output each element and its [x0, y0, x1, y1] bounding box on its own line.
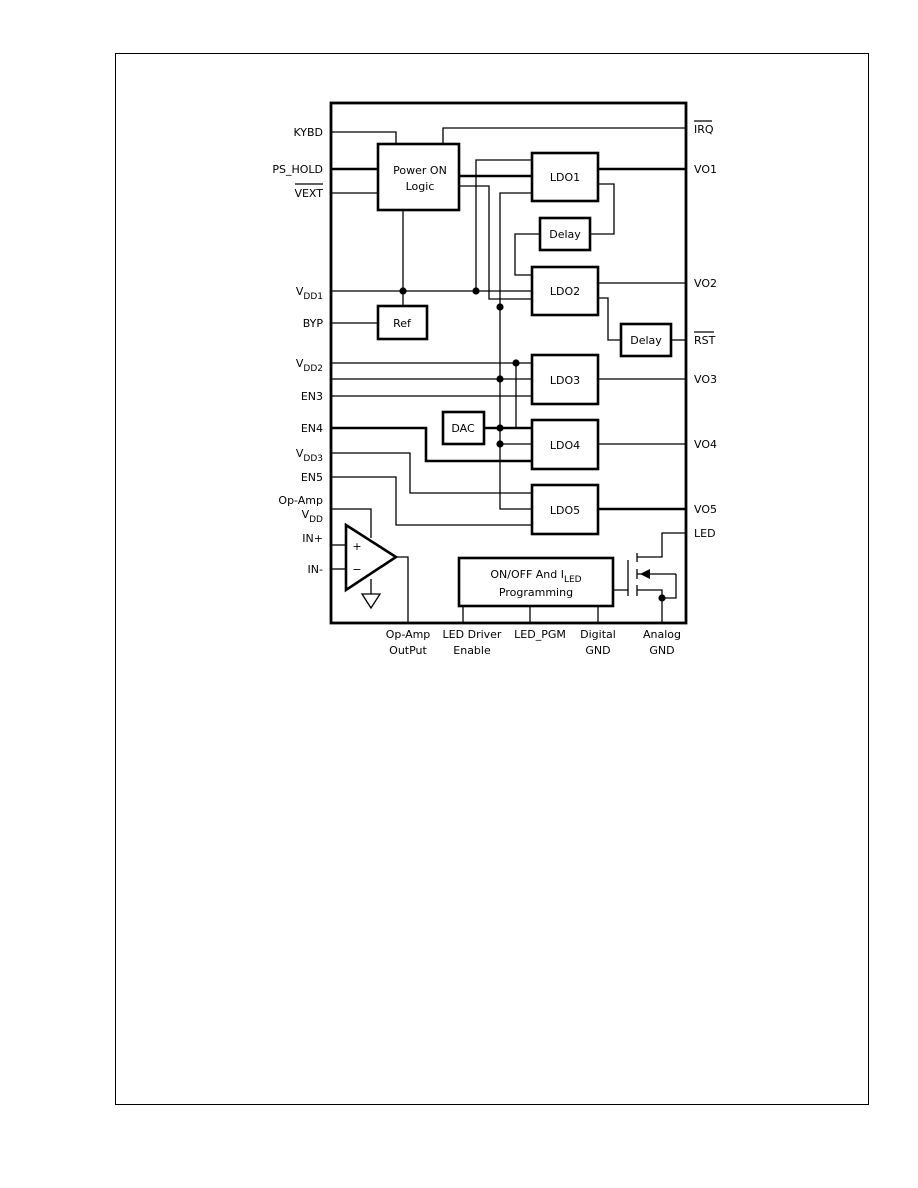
- pin-led: LED: [694, 527, 716, 540]
- opamp-symbol: [344, 522, 399, 593]
- pin-rst: RST: [694, 334, 716, 347]
- dac-block: [441, 410, 486, 446]
- ldo5-label: LDO5: [550, 504, 580, 517]
- ldo3-label: LDO3: [550, 374, 580, 387]
- pin-vdd3: VDD3: [296, 447, 323, 464]
- junction-dot: [658, 594, 666, 602]
- wire-ldo1-delay: [590, 183, 615, 235]
- ground-symbol: [360, 593, 382, 610]
- dac-label: DAC: [451, 422, 475, 435]
- pin-analog-gnd-1: Analog: [643, 628, 681, 641]
- pin-en5: EN5: [301, 471, 323, 484]
- wire-ldo2-delay: [598, 297, 621, 341]
- pin-digital-gnd-1: Digital: [580, 628, 616, 641]
- pin-opamp-vdd-2: VDD: [302, 508, 323, 525]
- wire-en4: [331, 426, 532, 463]
- pin-ps-hold: PS_HOLD: [272, 163, 323, 176]
- pin-vdd2: VDD2: [296, 357, 323, 374]
- power-on-logic-block: [376, 142, 461, 212]
- power-on-label-1: Power ON: [393, 164, 447, 177]
- ldo1-label: LDO1: [550, 171, 580, 184]
- pin-analog-gnd-2: GND: [649, 644, 674, 657]
- junction-dot: [512, 359, 520, 367]
- pin-in-minus: IN-: [308, 563, 323, 576]
- wire-opamp-vdd: [331, 508, 372, 538]
- pin-opamp-vdd-1: Op-Amp: [278, 494, 323, 507]
- ref-label: Ref: [393, 317, 412, 330]
- wire-led-gate: [613, 560, 629, 591]
- wire-analog-gnd: [637, 589, 663, 623]
- ldo4-block: [530, 418, 600, 471]
- junction-dot: [496, 440, 504, 448]
- delay2-block: [619, 322, 673, 358]
- junction-dot: [496, 303, 504, 311]
- junction-dot: [496, 424, 504, 432]
- ldo4-label: LDO4: [550, 439, 580, 452]
- power-on-label-2: Logic: [406, 180, 435, 193]
- mosfet-body-2: [662, 574, 677, 599]
- pin-opamp-out-2: OutPut: [389, 644, 427, 657]
- pin-vo1: VO1: [694, 163, 717, 176]
- pin-byp: BYP: [303, 317, 324, 330]
- pin-vo2: VO2: [694, 277, 717, 290]
- wire-vdd1-ldo1: [475, 159, 532, 291]
- junction-dot: [496, 375, 504, 383]
- ldo5-block: [530, 483, 600, 536]
- pin-kybd: KYBD: [293, 126, 323, 139]
- ldo2-block: [530, 265, 600, 317]
- wire-vdd3: [331, 452, 532, 494]
- pin-in-plus: IN+: [302, 532, 323, 545]
- ref-block: [376, 304, 429, 341]
- pin-vext: VEXT: [294, 187, 323, 200]
- wire-enable-bus: [499, 192, 532, 510]
- led-programming-label-1: ON/OFF And ILED: [490, 568, 581, 585]
- opamp-minus-sign: −: [352, 563, 361, 576]
- wire-kybd: [331, 131, 397, 144]
- pin-vo4: VO4: [694, 438, 717, 451]
- ldo1-block: [530, 151, 600, 203]
- pin-led-enable-1: LED Driver: [443, 628, 502, 641]
- wire-opamp-out: [396, 556, 409, 623]
- junction-dot: [472, 287, 480, 295]
- led-programming-label-2: Programming: [499, 586, 573, 599]
- pin-vo3: VO3: [694, 373, 717, 386]
- led-programming-block: [457, 556, 615, 608]
- pin-vo5: VO5: [694, 503, 717, 516]
- junction-dot: [399, 287, 407, 295]
- pin-en3: EN3: [301, 390, 323, 403]
- ldo3-block: [530, 353, 600, 406]
- pin-led-enable-2: Enable: [453, 644, 491, 657]
- delay1-label: Delay: [549, 228, 581, 241]
- ldo2-label: LDO2: [550, 285, 580, 298]
- pin-led-pgm: LED_PGM: [514, 628, 566, 641]
- wire-delay-ldo2: [514, 233, 540, 276]
- opamp-plus-sign: +: [352, 540, 361, 553]
- pin-vdd1: VDD1: [296, 285, 323, 302]
- mosfet-arrow: [640, 569, 650, 579]
- page-border: [115, 53, 869, 1105]
- wire-power-ldo2: [459, 185, 532, 300]
- wire-irq: [442, 127, 686, 144]
- pin-opamp-out-1: Op-Amp: [386, 628, 431, 641]
- wire-en5: [331, 476, 532, 526]
- wire-led: [637, 532, 686, 558]
- pin-irq: IRQ: [694, 123, 714, 136]
- delay2-label: Delay: [630, 334, 662, 347]
- pin-en4: EN4: [301, 422, 323, 435]
- delay1-block: [538, 216, 592, 252]
- pin-digital-gnd-2: GND: [585, 644, 610, 657]
